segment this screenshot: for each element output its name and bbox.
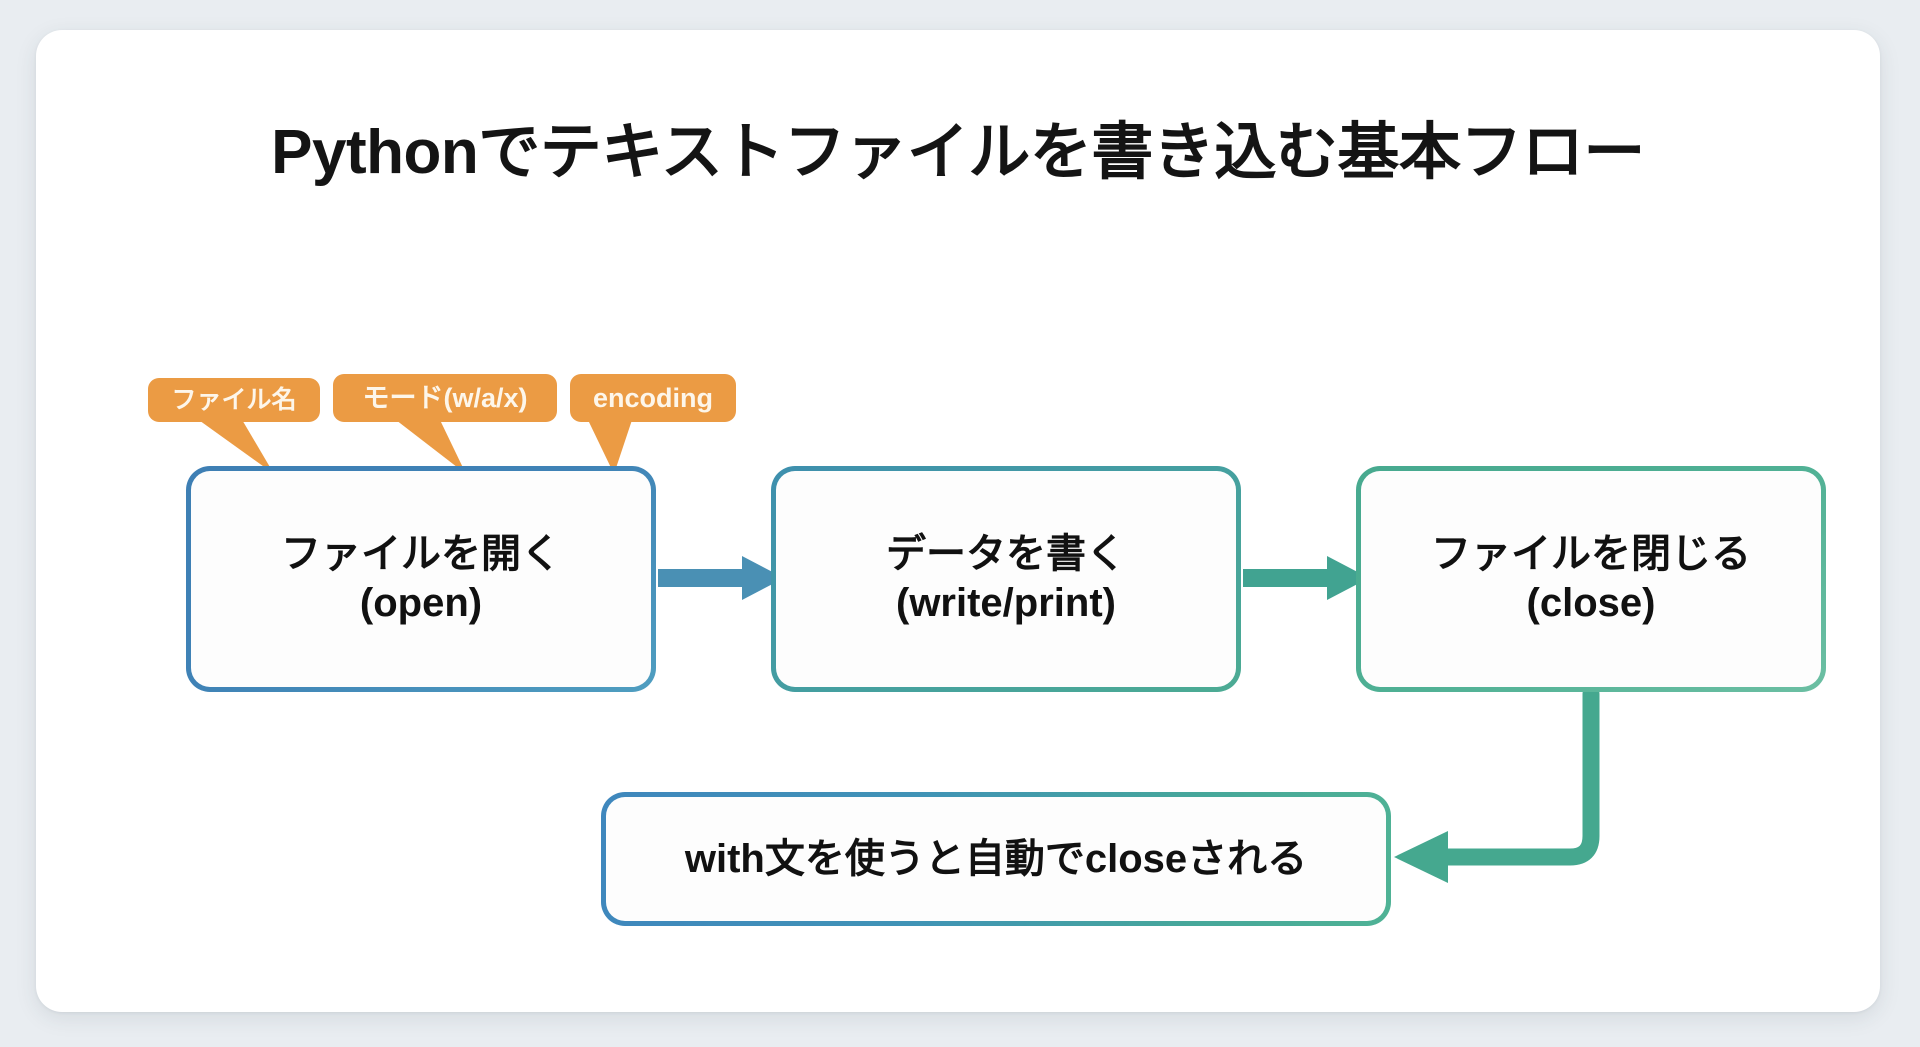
flow-node-open[interactable]: ファイルを開く (open) xyxy=(186,466,656,692)
annotation-badge-mode-label: モード(w/a/x) xyxy=(362,382,528,413)
flow-node-open-line1: ファイルを開く xyxy=(281,532,561,577)
flow-node-write-line1: データを書く xyxy=(886,532,1126,577)
annotation-badge-filename-label: ファイル名 xyxy=(171,385,297,414)
arrow-close-to-with xyxy=(1394,685,1600,883)
arrow-write-to-close xyxy=(1243,556,1369,600)
flow-node-close[interactable]: ファイルを閉じる (close) xyxy=(1356,466,1826,692)
flow-node-with[interactable]: with文を使うと自動でcloseされる xyxy=(601,792,1391,926)
annotation-badge-encoding[interactable]: encoding xyxy=(570,374,736,422)
annotation-badge-mode[interactable]: モード(w/a/x) xyxy=(333,374,557,422)
flow-node-with-line1: with文を使うと自動でcloseされる xyxy=(684,836,1308,881)
flow-node-close-line2: (close) xyxy=(1526,581,1656,625)
flow-node-open-line2: (open) xyxy=(359,581,483,625)
page-title: Pythonでテキストファイルを書き込む基本フロー xyxy=(271,118,1645,187)
slide-card: Pythonでテキストファイルを書き込む基本フロー xyxy=(36,30,1880,1012)
flow-node-write-line2: (write/print) xyxy=(896,581,1116,625)
flow-node-write[interactable]: データを書く (write/print) xyxy=(771,466,1241,692)
annotation-badge-filename[interactable]: ファイル名 xyxy=(148,378,320,422)
arrow-open-to-write xyxy=(658,556,784,600)
flowchart-stage: ファイル名 モード(w/a/x) encoding ファイルを開く (open)… xyxy=(36,30,1880,1012)
annotation-badge-encoding-label: encoding xyxy=(593,382,713,413)
flow-node-close-line1: ファイルを閉じる xyxy=(1431,532,1751,577)
